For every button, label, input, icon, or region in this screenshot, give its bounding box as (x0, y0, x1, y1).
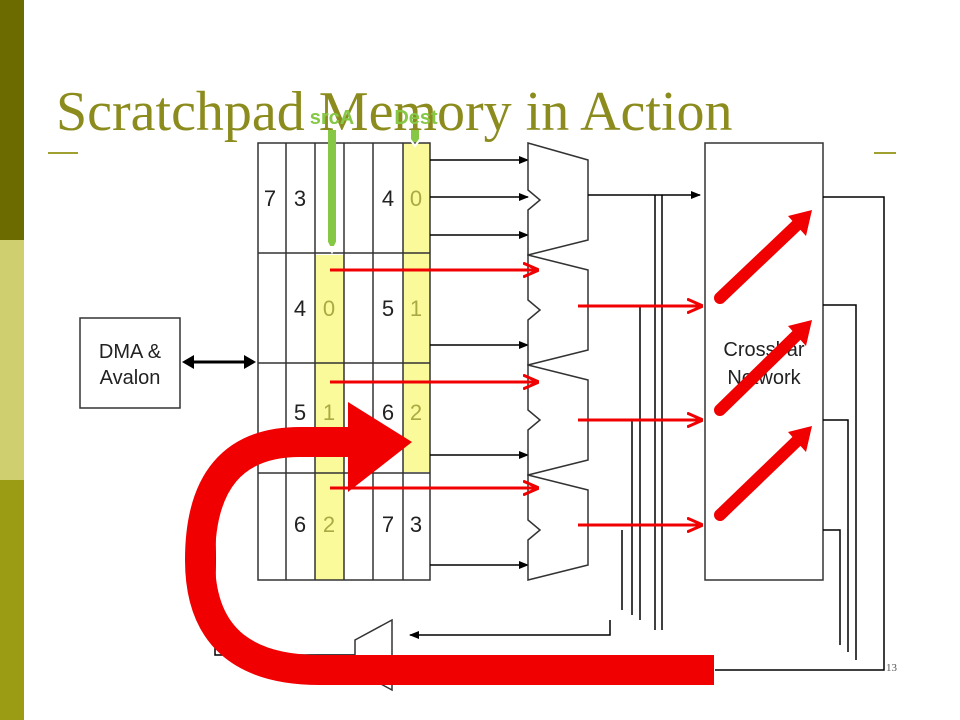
mem-cell-r3c4: 3 (410, 512, 422, 537)
mem-cell-r3c2: 2 (323, 512, 335, 537)
dma-label-line1: DMA & (99, 341, 162, 363)
srcA-pointer: srcA (310, 107, 354, 255)
dest-label: Dest (394, 107, 438, 129)
memory-cells: 7 3 4 0 4 0 5 1 5 1 6 2 6 2 7 3 (264, 186, 422, 537)
page-number: 13 (886, 662, 897, 674)
mem-cell-r2c2: 1 (323, 400, 335, 425)
dma-block: DMA & Avalon (79, 317, 181, 409)
alu-to-crossbar-lines (588, 191, 701, 630)
memory-grid (257, 142, 431, 581)
dma-bidirectional-arrow (182, 355, 256, 369)
mem-cell-r2c3: 6 (382, 400, 394, 425)
mem-cell-r3c1: 6 (294, 512, 306, 537)
slide-title: Scratchpad Memory in Action (56, 81, 733, 143)
mem-cell-r1c4: 1 (410, 296, 422, 321)
mem-cell-r0c4: 0 (410, 186, 422, 211)
active-operand-arrows (330, 270, 702, 525)
writeback-arrow (184, 402, 714, 685)
title-rule-left (48, 152, 78, 154)
crossbar-routing-arrows (714, 210, 812, 521)
mem-cell-r1c1: 4 (294, 296, 306, 321)
dest-column-highlight (403, 143, 430, 472)
alu-chain (527, 142, 589, 581)
mem-cell-r1c3: 5 (382, 296, 394, 321)
mem-cell-r0c3: 4 (382, 186, 394, 211)
srcA-column-highlight (315, 255, 344, 580)
memory-to-alu-lines (430, 156, 529, 569)
sidebar-band-bottom (0, 480, 24, 720)
dma-label-line2: Avalon (100, 367, 161, 389)
mem-cell-r0c0: 7 (264, 186, 276, 211)
mem-cell-r2c1: 5 (294, 400, 306, 425)
title-rule-right (874, 152, 896, 154)
srcA-label: srcA (310, 107, 354, 129)
mem-cell-r2c4: 2 (410, 400, 422, 425)
mem-cell-r3c3: 7 (382, 512, 394, 537)
sidebar-band-middle (0, 240, 24, 480)
sidebar-band-top (0, 0, 24, 240)
mem-cell-r1c2: 0 (323, 296, 335, 321)
mem-cell-r0c1: 3 (294, 186, 306, 211)
dest-pointer: Dest (394, 107, 438, 148)
